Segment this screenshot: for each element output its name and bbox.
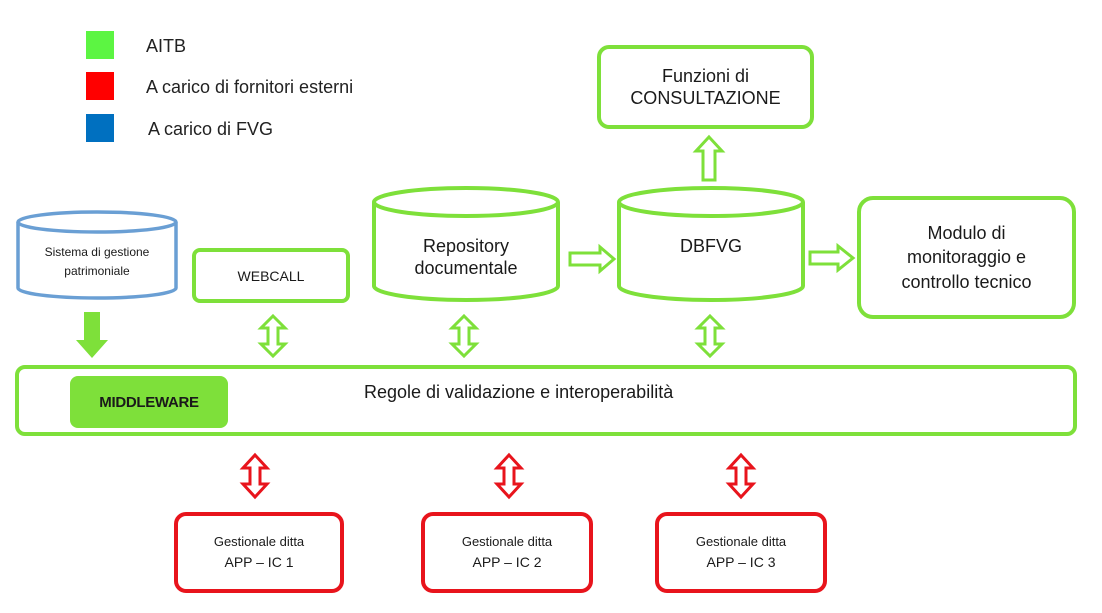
- webcall-node: WEBCALL: [192, 248, 350, 303]
- arrow-dbfvg-monitoraggio: [808, 242, 856, 274]
- gestionale-ic3-node: Gestionale ditta APP – IC 3: [655, 512, 827, 593]
- monitoraggio-node: Modulo di monitoraggio e controllo tecni…: [857, 196, 1076, 319]
- gestionale-ic1-line2: APP – IC 1: [224, 553, 294, 570]
- monitoraggio-line2: monitoraggio e: [906, 247, 1027, 268]
- legend-swatch-fvg: [86, 114, 114, 142]
- gestionale-ic2-node: Gestionale ditta APP – IC 2: [421, 512, 593, 593]
- double-arrow-ic1: [239, 452, 271, 500]
- consultazione-node: Funzioni di CONSULTAZIONE: [597, 45, 814, 129]
- sistema-gestione-cylinder: [16, 210, 178, 300]
- dbfvg-cylinder: [617, 186, 805, 302]
- gestionale-ic3-line2: APP – IC 3: [706, 553, 776, 570]
- gestionale-ic3-line1: Gestionale ditta: [695, 534, 787, 550]
- legend-label-external: A carico di fornitori esterni: [146, 77, 354, 97]
- sistema-gestione-node: Sistema di gestione patrimoniale: [18, 234, 176, 290]
- middleware-label: MIDDLEWARE: [70, 376, 228, 428]
- double-arrow-ic2: [493, 452, 525, 500]
- gestionale-ic1-line1: Gestionale ditta: [213, 534, 305, 550]
- arrow-dbfvg-consultazione: [692, 134, 726, 182]
- middleware-description: Regole di validazione e interoperabilità: [364, 382, 674, 402]
- consultazione-line1: Funzioni di: [661, 65, 750, 86]
- repository-line1: Repository: [422, 235, 510, 256]
- dbfvg-node: DBFVG: [619, 226, 803, 266]
- arrow-repository-dbfvg: [568, 243, 617, 275]
- sistema-gestione-line1: Sistema di gestione: [44, 245, 150, 259]
- repository-node: Repository documentale: [374, 222, 558, 292]
- gestionale-ic2-line2: APP – IC 2: [472, 553, 542, 570]
- legend-label-fvg: A carico di FVG: [148, 119, 274, 139]
- double-arrow-ic3: [725, 452, 757, 500]
- monitoraggio-line1: Modulo di: [927, 223, 1006, 244]
- gestionale-ic2-line1: Gestionale ditta: [461, 534, 553, 550]
- dbfvg-label: DBFVG: [679, 235, 742, 256]
- gestionale-ic1-node: Gestionale ditta APP – IC 1: [174, 512, 344, 593]
- legend-swatch-external: [86, 72, 114, 100]
- sistema-gestione-line2: patrimoniale: [64, 264, 130, 278]
- repository-line2: documentale: [414, 258, 518, 278]
- repository-cylinder: [372, 186, 560, 302]
- double-arrow-repository: [448, 313, 480, 359]
- down-arrow-sistema: [76, 312, 108, 358]
- double-arrow-dbfvg: [694, 313, 726, 359]
- monitoraggio-line3: controllo tecnico: [901, 271, 1032, 292]
- consultazione-line2: CONSULTAZIONE: [630, 88, 781, 108]
- legend-label-aitb: AITB: [146, 36, 187, 56]
- legend-swatch-aitb: [86, 31, 114, 59]
- double-arrow-webcall: [257, 313, 289, 359]
- webcall-label: WEBCALL: [237, 267, 305, 284]
